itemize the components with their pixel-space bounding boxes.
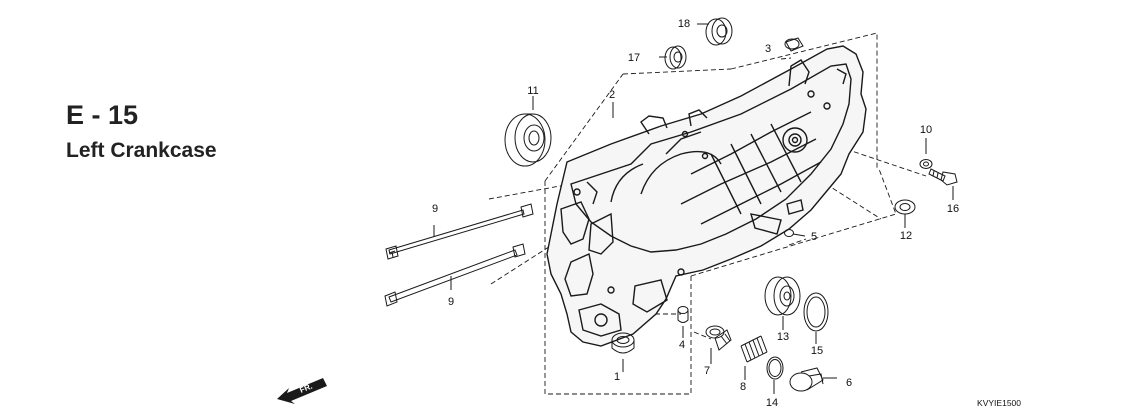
part-15-circlip: [803, 292, 829, 344]
label-part-16: 16: [947, 203, 959, 215]
label-part-11: 11: [527, 85, 538, 97]
label-part-13: 13: [777, 331, 789, 343]
part-9-stud-lower: [384, 243, 526, 307]
part-18-bearing: [697, 17, 733, 46]
label-part-7: 7: [704, 365, 710, 377]
part-labels: 1 2 3 4 5 6 7 8 9 9 10 11 12 13 14 15 16…: [432, 18, 959, 409]
part-14-oring: [766, 356, 784, 394]
label-part-5: 5: [811, 231, 817, 243]
crankcase-body: [546, 45, 867, 347]
part-5-pin: [784, 229, 806, 237]
exploded-parts-diagram: 1 2 3 4 5 6 7 8 9 9 10 11 12 13 14 15 16…: [271, 14, 1054, 411]
part-9-stud-upper: [385, 203, 534, 260]
section-title: Left Crankcase: [66, 139, 217, 162]
label-part-17: 17: [628, 52, 640, 64]
label-part-9-lower: 9: [448, 296, 454, 308]
part-3-collar: [784, 37, 804, 52]
part-4-dowel: [677, 306, 689, 338]
part-12-seal: [894, 199, 916, 228]
label-part-10: 10: [920, 124, 932, 136]
part-8-spring: [740, 335, 768, 380]
part-7-strainer: [705, 325, 732, 364]
drawing-code: KVYIE1500: [977, 398, 1021, 408]
direction-label: FR.: [298, 382, 313, 395]
label-part-4: 4: [679, 339, 685, 351]
label-part-8: 8: [740, 381, 746, 393]
label-part-9-upper: 9: [432, 203, 438, 215]
label-part-18: 18: [678, 18, 690, 30]
part-13-bearing: [764, 276, 801, 330]
section-code: E - 15: [66, 100, 139, 130]
part-16-bolt: [928, 168, 958, 200]
label-part-15: 15: [811, 345, 823, 357]
label-part-3: 3: [765, 43, 771, 55]
part-11-bearing: [504, 96, 552, 167]
label-part-1: 1: [614, 371, 620, 383]
front-direction-arrow-icon: FR.: [277, 378, 327, 404]
label-part-12: 12: [900, 230, 912, 242]
label-part-6: 6: [846, 377, 852, 389]
part-17-bearing: [659, 45, 687, 70]
part-1-collar: [611, 332, 635, 372]
part-10-washer: [919, 138, 933, 169]
part-6-drain-plug: [789, 367, 837, 392]
page-heading: E - 15 Left Crankcase: [66, 98, 217, 166]
label-part-2: 2: [609, 89, 615, 101]
label-part-14: 14: [766, 397, 778, 409]
